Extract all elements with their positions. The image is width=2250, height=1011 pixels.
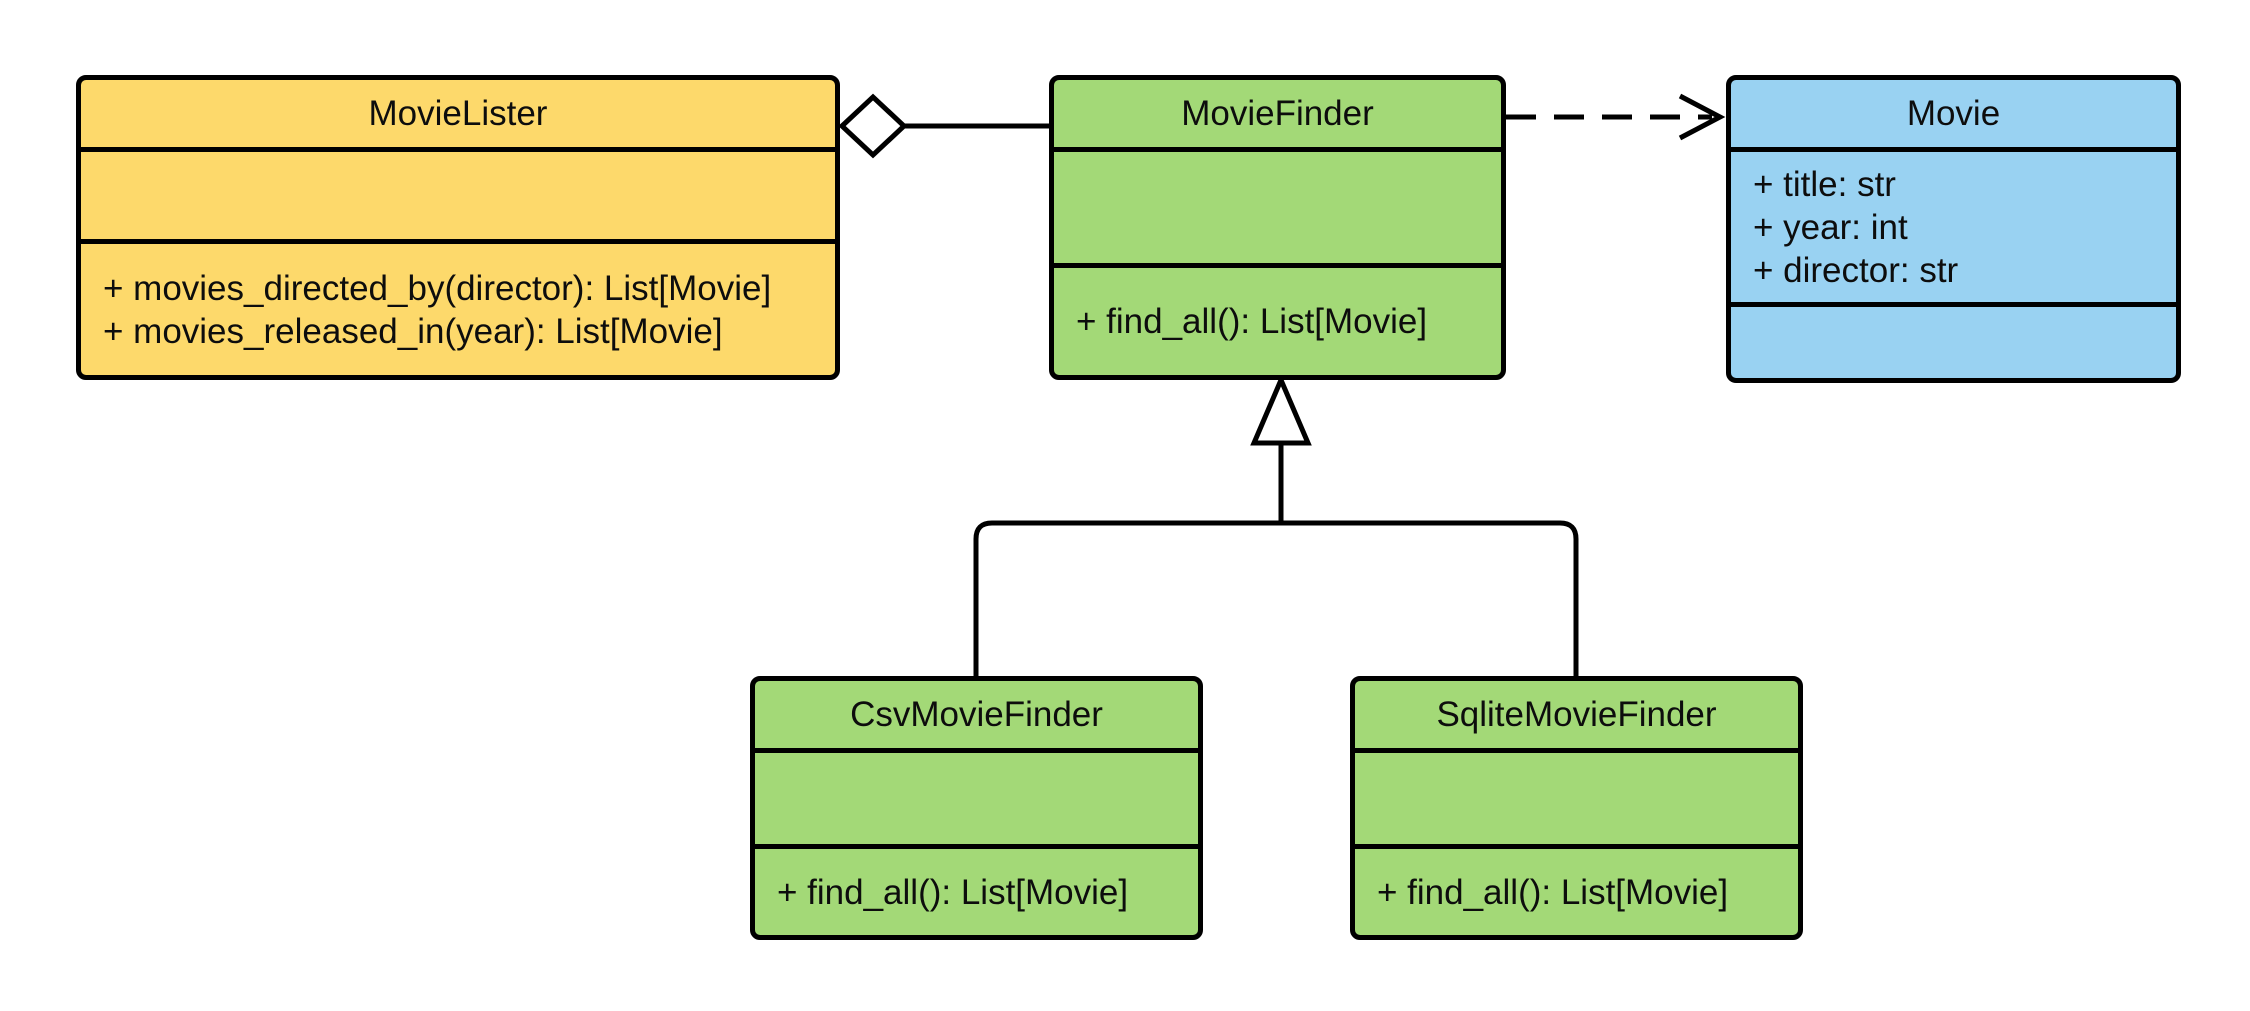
method-line: + movies_released_in(year): List[Movie] [103,311,723,351]
method-line: + find_all(): List[Movie] [1076,302,1428,341]
inheritance-branch [973,520,1579,676]
method-line: + movies_directed_by(director): List[Mov… [103,268,772,308]
attributes-compartment-movielister [81,147,835,239]
methods-compartment-moviefinder: + find_all(): List[Movie] [1054,263,1501,375]
method-line: + find_all(): List[Movie] [777,872,1129,912]
attributes-compartment-csvmoviefinder [755,748,1198,844]
aggregation-diamond [838,93,908,159]
methods-compartment-csvmoviefinder: + find_all(): List[Movie] [755,844,1198,935]
method-line: + find_all(): List[Movie] [1377,872,1729,912]
class-name-movielister: MovieLister [368,93,548,133]
class-name-csvmoviefinder: CsvMovieFinder [850,694,1103,734]
attribute-line: + title: str [1753,164,1896,204]
attributes-compartment-sqlitemoviefinder [1355,748,1798,844]
attribute-line: + director: str [1753,250,1959,290]
methods-compartment-movie [1731,302,2176,378]
inheritance-triangle [1250,373,1312,446]
class-box-csvmoviefinder: CsvMovieFinder + find_all(): List[Movie] [750,676,1203,940]
class-name-moviefinder: MovieFinder [1181,93,1374,133]
class-box-movie: Movie + title: str + year: int + directo… [1726,75,2181,383]
dependency-arrowhead [1678,93,1726,141]
class-box-moviefinder: MovieFinder + find_all(): List[Movie] [1049,75,1506,380]
class-box-sqlitemoviefinder: SqliteMovieFinder + find_all(): List[Mov… [1350,676,1803,940]
attributes-compartment-movie: + title: str + year: int + director: str [1731,147,2176,302]
attribute-line: + year: int [1753,207,1908,247]
class-box-movielister: MovieLister + movies_directed_by(directo… [76,75,840,380]
methods-compartment-movielister: + movies_directed_by(director): List[Mov… [81,239,835,375]
attributes-compartment-moviefinder [1054,147,1501,263]
class-name-sqlitemoviefinder: SqliteMovieFinder [1436,694,1717,734]
methods-compartment-sqlitemoviefinder: + find_all(): List[Movie] [1355,844,1798,935]
class-name-movie: Movie [1906,93,2001,133]
